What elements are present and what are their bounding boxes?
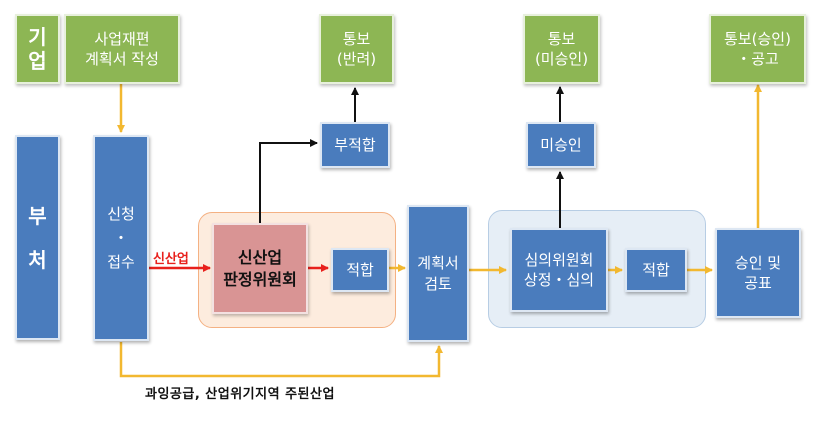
company-box: 기 업 xyxy=(15,14,60,84)
apply-receive-box: 신청 ・ 접수 xyxy=(93,135,149,341)
plan-writing-box: 사업재편 계획서 작성 xyxy=(64,14,180,84)
plan-review-box: 계획서 검토 xyxy=(407,205,469,342)
arrow-apply-to-review-bottom xyxy=(119,342,443,378)
notice-reject-box: 통보 (반려) xyxy=(319,14,394,84)
notice-unapproved-box: 통보 (미승인) xyxy=(523,14,600,84)
approve-publish-box: 승인 및 공표 xyxy=(715,228,801,318)
fit-box-1: 적합 xyxy=(331,248,389,292)
new-industry-label: 신산업 xyxy=(153,252,189,267)
arrow-committee-to-unfit xyxy=(259,139,318,223)
not-approved-box: 미승인 xyxy=(526,122,596,168)
fit-box-2: 적합 xyxy=(625,248,687,292)
unfit-box: 부적합 xyxy=(320,122,390,168)
ministry-box: 부 처 xyxy=(15,135,60,340)
notice-approve-box: 통보(승인) ・공고 xyxy=(709,14,806,84)
deliberation-committee-box: 심의위원회 상정・심의 xyxy=(510,228,608,312)
bottom-path-label: 과잉공급, 산업위기지역 주된산업 xyxy=(145,387,335,402)
new-industry-committee-box: 신산업 판정위원회 xyxy=(212,223,308,314)
